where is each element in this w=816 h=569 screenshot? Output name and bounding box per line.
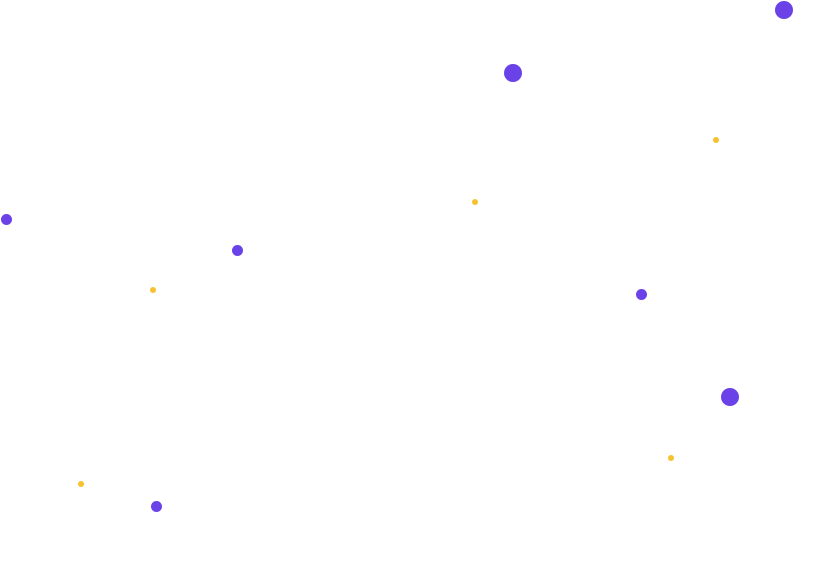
yellow-dot [472, 199, 478, 205]
purple-dot-small [232, 245, 243, 256]
yellow-dot [668, 455, 674, 461]
purple-dot-small [151, 501, 162, 512]
purple-dot-small [636, 289, 647, 300]
purple-dot-large [775, 1, 793, 19]
purple-dot-small [1, 214, 12, 225]
purple-dot-large [721, 388, 739, 406]
yellow-dot [150, 287, 156, 293]
yellow-dot [713, 137, 719, 143]
purple-dot-large [504, 64, 522, 82]
yellow-dot [78, 481, 84, 487]
